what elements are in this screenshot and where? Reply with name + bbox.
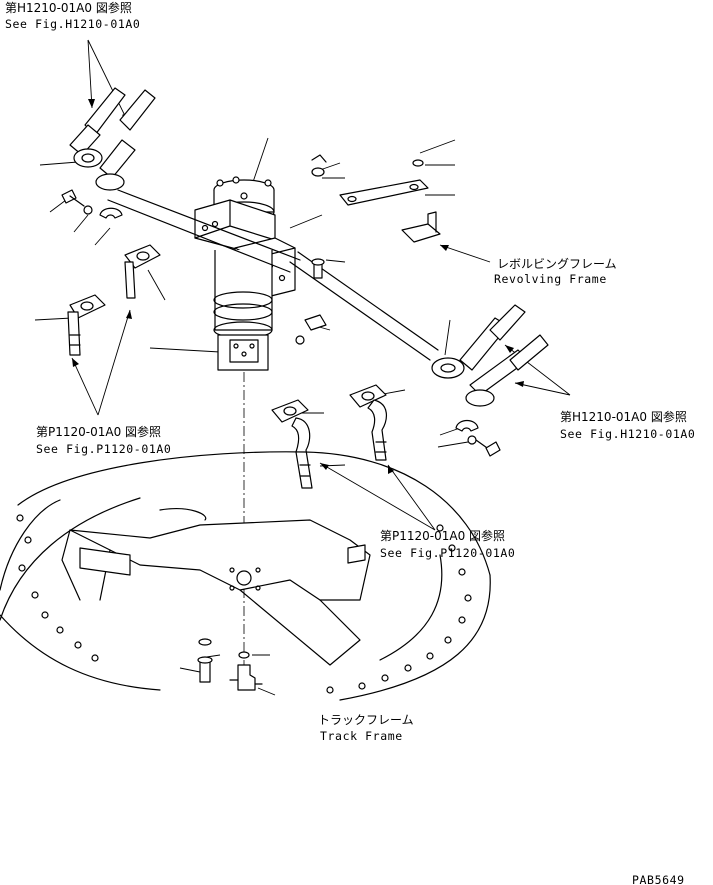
callout-center-low-en: See Fig.P1120-01A0 — [380, 546, 515, 560]
center-low-hoses — [271, 384, 387, 489]
callout-track-frame-en: Track Frame — [320, 729, 403, 743]
callout-revolving-frame-jp: レボルビングフレーム — [497, 257, 617, 271]
callout-revolving-frame-en: Revolving Frame — [494, 272, 607, 286]
revolving-frame-bracket — [295, 154, 441, 345]
swivel-joint — [194, 176, 296, 690]
leader-arrows — [71, 39, 571, 531]
callout-right-mid-en: See Fig.H1210-01A0 — [560, 427, 695, 441]
drawing-code: PAB5649 — [632, 873, 685, 885]
top-left-hoses — [61, 87, 301, 273]
callout-center-low-jp: 第P1120-01A0 図参照 — [380, 528, 505, 543]
callout-left-mid-en: See Fig.P1120-01A0 — [36, 442, 171, 456]
callout-right-mid-jp: 第H1210-01A0 図参照 — [560, 409, 687, 424]
callout-left-mid-jp: 第P1120-01A0 図参照 — [36, 424, 161, 439]
callout-top-left-jp: 第H1210-01A0 図参照 — [5, 0, 132, 15]
right-hoses — [289, 251, 549, 457]
callout-top-left-en: See Fig.H1210-01A0 — [5, 17, 140, 31]
callout-track-frame-jp: トラックフレーム — [318, 713, 414, 727]
left-mid-hoses — [67, 244, 161, 356]
track-frame — [0, 451, 491, 701]
